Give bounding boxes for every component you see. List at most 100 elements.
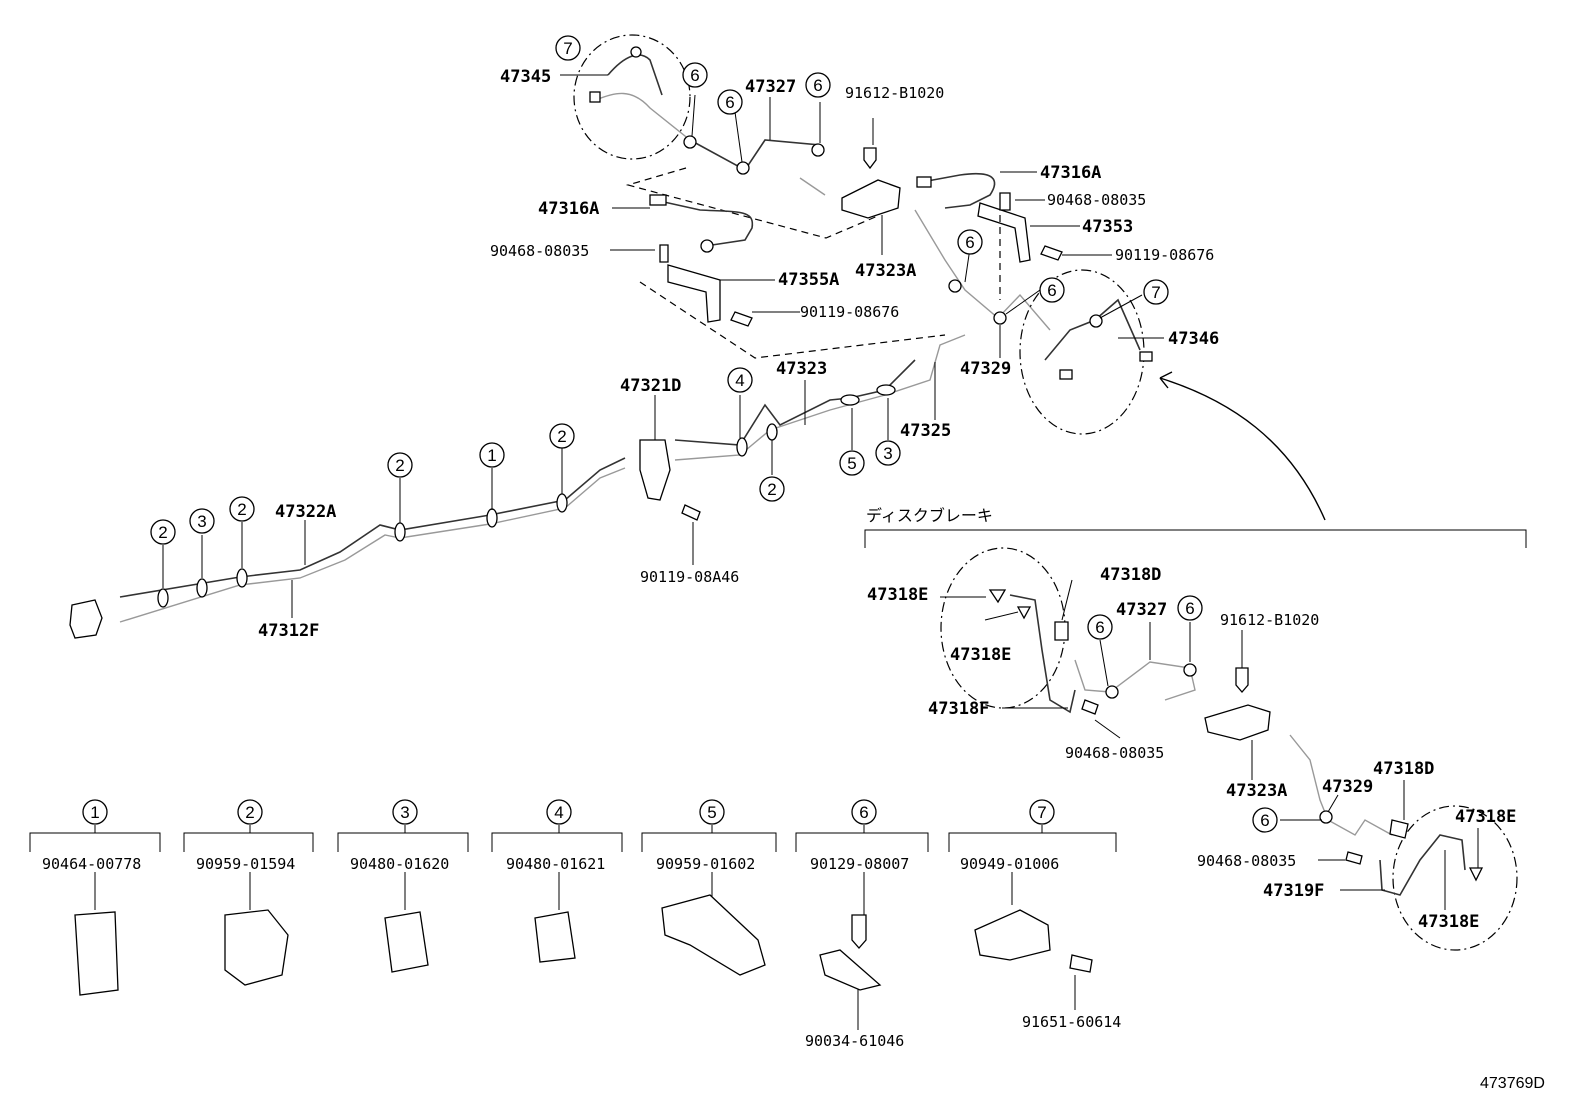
pipe-clamp bbox=[196, 578, 208, 598]
callout-6: 6 bbox=[1177, 595, 1203, 621]
label-47318D-disc: 47318D bbox=[1373, 759, 1434, 779]
bolt-90119-right bbox=[1040, 245, 1063, 261]
svg-text:2: 2 bbox=[767, 480, 776, 499]
callout-6: 6 bbox=[717, 89, 743, 115]
legend-part-number-7: 90949-01006 bbox=[960, 855, 1059, 873]
label-47321D: 47321D bbox=[620, 376, 681, 396]
label-47346: 47346 bbox=[1168, 329, 1219, 349]
svg-text:4: 4 bbox=[554, 803, 563, 822]
hose-47318F bbox=[1009, 594, 1076, 714]
seal-47318E bbox=[988, 589, 1007, 604]
svg-text:5: 5 bbox=[707, 803, 716, 822]
label-90119-08A46: 90119-08A46 bbox=[640, 568, 739, 586]
label-47327-disc: 47327 bbox=[1116, 600, 1167, 620]
disc-brake-bracket bbox=[864, 529, 1527, 548]
svg-text:6: 6 bbox=[1047, 281, 1056, 300]
label-91612-B1020-disc: 91612-B1020 bbox=[1220, 611, 1319, 629]
callout-6: 6 bbox=[682, 62, 708, 88]
legend-part-2 bbox=[224, 909, 289, 986]
legend-part-1 bbox=[74, 911, 119, 996]
callout-2: 2 bbox=[549, 423, 575, 449]
callout-7: 7 bbox=[1143, 279, 1169, 305]
legend-part-number-4: 90480-01621 bbox=[506, 855, 605, 873]
svg-text:6: 6 bbox=[965, 233, 974, 252]
legend-callout-1: 1 bbox=[82, 799, 108, 825]
svg-text:2: 2 bbox=[245, 803, 254, 822]
legend-part-number-3: 90480-01620 bbox=[350, 855, 449, 873]
pipe-clamp bbox=[766, 423, 778, 441]
svg-text:2: 2 bbox=[237, 500, 246, 519]
pipe-clamp bbox=[157, 588, 169, 608]
hose-nut bbox=[700, 239, 714, 253]
svg-text:7: 7 bbox=[1151, 283, 1160, 302]
bracket-47355A bbox=[667, 264, 721, 323]
label-90468-08035-right: 90468-08035 bbox=[1047, 191, 1146, 209]
legend-bolt-7 bbox=[1069, 954, 1093, 973]
clip-90468-disc bbox=[1081, 699, 1099, 715]
callout-4: 4 bbox=[727, 367, 753, 393]
callout-3: 3 bbox=[875, 440, 901, 466]
pipe-47327 bbox=[689, 139, 821, 172]
label-47353: 47353 bbox=[1082, 217, 1133, 237]
pipe-47327-disc bbox=[1074, 659, 1196, 701]
label-47318E-b: 47318E bbox=[950, 645, 1011, 665]
legend-callout-6: 6 bbox=[851, 799, 877, 825]
junction-47321D bbox=[639, 439, 671, 501]
legend-callout-2: 2 bbox=[237, 799, 263, 825]
label-90119-08676-right: 90119-08676 bbox=[1115, 246, 1214, 264]
clip-90468-disc-b bbox=[1345, 851, 1363, 865]
legend bbox=[29, 825, 1117, 1030]
legend-sub-part-7: 91651-60614 bbox=[1022, 1013, 1121, 1031]
svg-text:3: 3 bbox=[400, 803, 409, 822]
legend-part-number-1: 90464-00778 bbox=[42, 855, 141, 873]
label-47316A-left: 47316A bbox=[538, 199, 599, 219]
pipe-47322A bbox=[119, 457, 626, 598]
callout-6: 6 bbox=[957, 229, 983, 255]
arrow-head-icon bbox=[1159, 371, 1173, 389]
bolt-90119-08A46 bbox=[681, 504, 701, 521]
legend-part-6 bbox=[819, 949, 882, 991]
legend-part-3 bbox=[384, 911, 429, 973]
junction-47323A-disc bbox=[1204, 704, 1271, 741]
label-90119-08676-mid: 90119-08676 bbox=[800, 303, 899, 321]
label-47323A: 47323A bbox=[855, 261, 916, 281]
detail-circle-left bbox=[940, 547, 1066, 709]
label-47318F: 47318F bbox=[928, 699, 989, 719]
svg-text:6: 6 bbox=[813, 76, 822, 95]
legend-callout-3: 3 bbox=[392, 799, 418, 825]
label-47319F: 47319F bbox=[1263, 881, 1324, 901]
bolt-91612 bbox=[863, 147, 877, 170]
region-outline-mid bbox=[639, 281, 946, 359]
clamp-marker bbox=[630, 46, 642, 58]
disc-brake-title: ディスクブレーキ bbox=[866, 506, 993, 525]
hose-fitting bbox=[916, 176, 932, 188]
detail-circle-right bbox=[1392, 805, 1518, 951]
pipe-47345-b bbox=[595, 92, 691, 141]
hose-47316A-right bbox=[921, 172, 996, 209]
legend-part-number-2: 90959-01594 bbox=[196, 855, 295, 873]
legend-callout-5: 5 bbox=[699, 799, 725, 825]
hose-fitting bbox=[649, 194, 667, 206]
label-47318E-d: 47318E bbox=[1418, 912, 1479, 932]
legend-callout-4: 4 bbox=[546, 799, 572, 825]
label-47327: 47327 bbox=[745, 77, 796, 97]
fitting bbox=[1059, 369, 1073, 380]
bolt-90119-mid bbox=[730, 311, 753, 327]
clip-90468-right bbox=[999, 192, 1011, 211]
callout-7: 7 bbox=[555, 35, 581, 61]
label-90468-08035-disc-b: 90468-08035 bbox=[1197, 852, 1296, 870]
clamp-marker bbox=[683, 135, 697, 149]
seal-47318E-b bbox=[1016, 606, 1032, 620]
label-47345: 47345 bbox=[500, 67, 551, 87]
label-47312F: 47312F bbox=[258, 621, 319, 641]
fitting bbox=[589, 91, 601, 103]
svg-text:6: 6 bbox=[1185, 599, 1194, 618]
svg-text:7: 7 bbox=[1037, 803, 1046, 822]
clamp-marker bbox=[1319, 810, 1333, 824]
label-47355A: 47355A bbox=[778, 270, 839, 290]
svg-text:3: 3 bbox=[197, 512, 206, 531]
callout-6: 6 bbox=[1087, 614, 1113, 640]
legend-part-5 bbox=[661, 894, 766, 976]
clamp-marker bbox=[736, 161, 750, 175]
